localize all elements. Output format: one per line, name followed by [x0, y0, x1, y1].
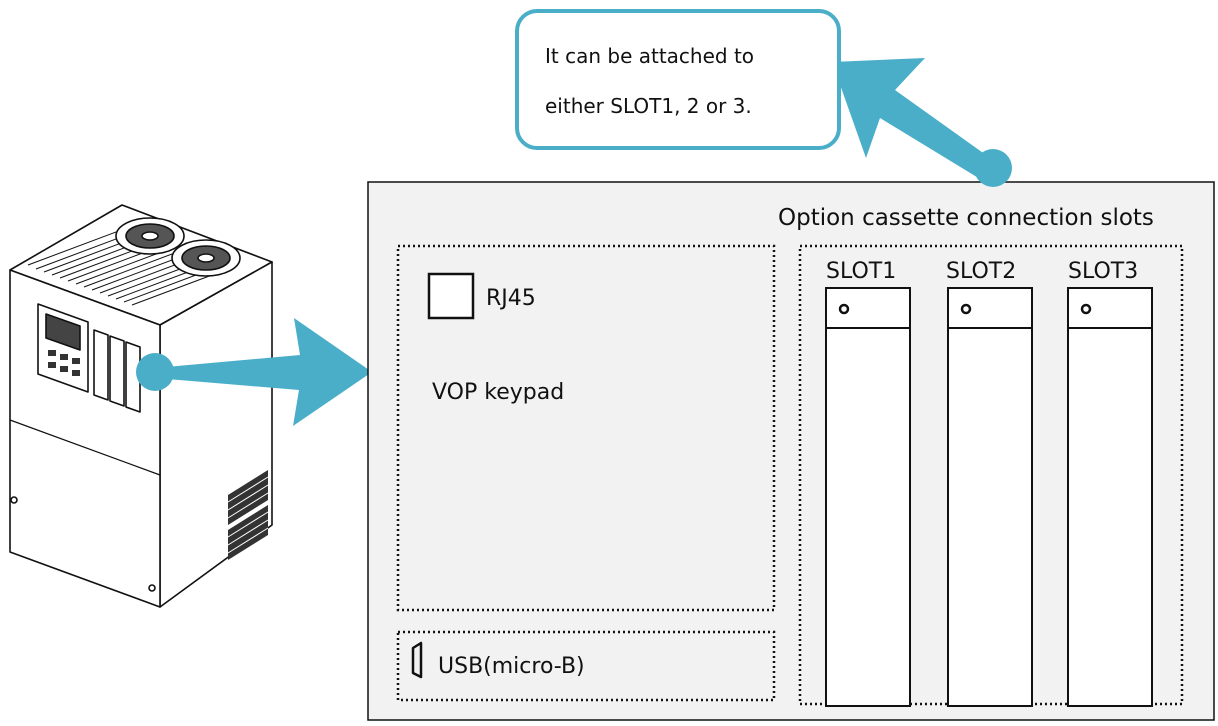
slot-1: [825, 287, 911, 707]
callout-dot: [974, 149, 1012, 187]
rj45-port-icon: [427, 272, 475, 320]
inverter-illustration: [9, 204, 273, 608]
slots-title: Option cassette connection slots: [778, 205, 1154, 231]
rj45-label: RJ45: [486, 286, 536, 311]
slot-3-label: SLOT3: [1068, 259, 1139, 284]
callout-bubble: [515, 9, 841, 150]
callout-line-2: either SLOT1, 2 or 3.: [545, 94, 752, 118]
slot-2: [947, 287, 1033, 707]
slot-1-label: SLOT1: [826, 259, 897, 284]
slot-2-label: SLOT2: [946, 259, 1017, 284]
usb-port-icon: [411, 641, 423, 679]
callout-line-1: It can be attached to: [545, 44, 755, 68]
usb-region: [396, 630, 776, 702]
screw-hole-icon: [1080, 303, 1092, 315]
slot-3: [1067, 287, 1153, 707]
vop-keypad-label: VOP keypad: [432, 380, 565, 405]
pointer-arrow: [155, 318, 372, 426]
usb-label: USB(micro-B): [438, 654, 585, 679]
screw-hole-icon: [960, 303, 972, 315]
callout-arrow: [832, 58, 1000, 182]
pointer-dot: [136, 353, 174, 391]
screw-hole-icon: [838, 303, 850, 315]
